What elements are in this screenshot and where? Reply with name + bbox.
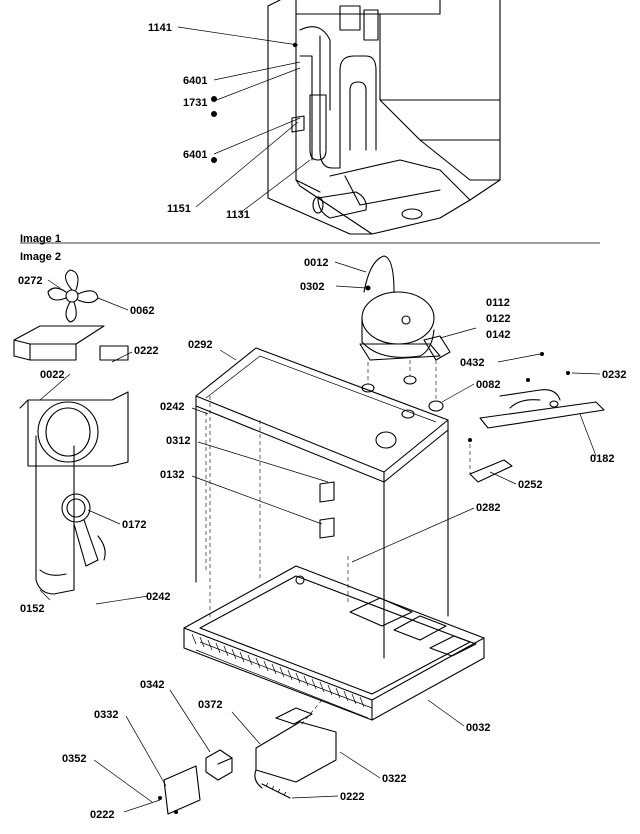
label-0122: 0122 xyxy=(486,313,510,325)
label-6401-lower: 6401 xyxy=(183,149,207,161)
label-0252: 0252 xyxy=(518,479,542,491)
label-1731: 1731 xyxy=(183,97,207,109)
label-0222-bracket: 0222 xyxy=(90,809,114,821)
label-0302: 0302 xyxy=(300,281,324,293)
section-image-1: Image 1 xyxy=(20,233,61,245)
label-0352: 0352 xyxy=(62,753,86,765)
label-0082: 0082 xyxy=(476,379,500,391)
label-6401: 6401 xyxy=(183,75,207,87)
label-0322: 0322 xyxy=(382,773,406,785)
label-0332: 0332 xyxy=(94,709,118,721)
label-0292: 0292 xyxy=(188,339,212,351)
label-0032: 0032 xyxy=(466,722,490,734)
label-0342: 0342 xyxy=(140,679,164,691)
section-image-2: Image 2 xyxy=(20,251,61,263)
label-0272: 0272 xyxy=(18,275,42,287)
label-0312: 0312 xyxy=(166,435,190,447)
image1-assembly xyxy=(177,0,501,235)
fan-blade xyxy=(47,269,99,323)
label-0282: 0282 xyxy=(476,502,500,514)
label-0172: 0172 xyxy=(122,519,146,531)
label-0182: 0182 xyxy=(590,453,614,465)
label-0112: 0112 xyxy=(486,297,510,309)
label-0142: 0142 xyxy=(486,329,510,341)
label-1131: 1131 xyxy=(226,209,250,221)
label-0132: 0132 xyxy=(160,469,184,481)
label-0432: 0432 xyxy=(460,357,484,369)
label-0012: 0012 xyxy=(304,257,328,269)
base-pan xyxy=(183,565,485,721)
label-0242-panel: 0242 xyxy=(160,401,184,413)
label-0022: 0022 xyxy=(40,369,64,381)
label-0062: 0062 xyxy=(130,305,154,317)
label-0222-shroud: 0222 xyxy=(134,345,158,357)
label-0232: 0232 xyxy=(602,369,626,381)
pan-ribs xyxy=(191,633,365,708)
label-1141: 1141 xyxy=(148,22,172,34)
image2-assembly xyxy=(13,255,605,815)
label-0222-screw: 0222 xyxy=(340,791,364,803)
label-1151: 1151 xyxy=(167,203,191,215)
compressor xyxy=(359,255,451,361)
label-0372: 0372 xyxy=(198,699,222,711)
label-0242-motor: 0242 xyxy=(146,591,170,603)
label-0152: 0152 xyxy=(20,603,44,615)
